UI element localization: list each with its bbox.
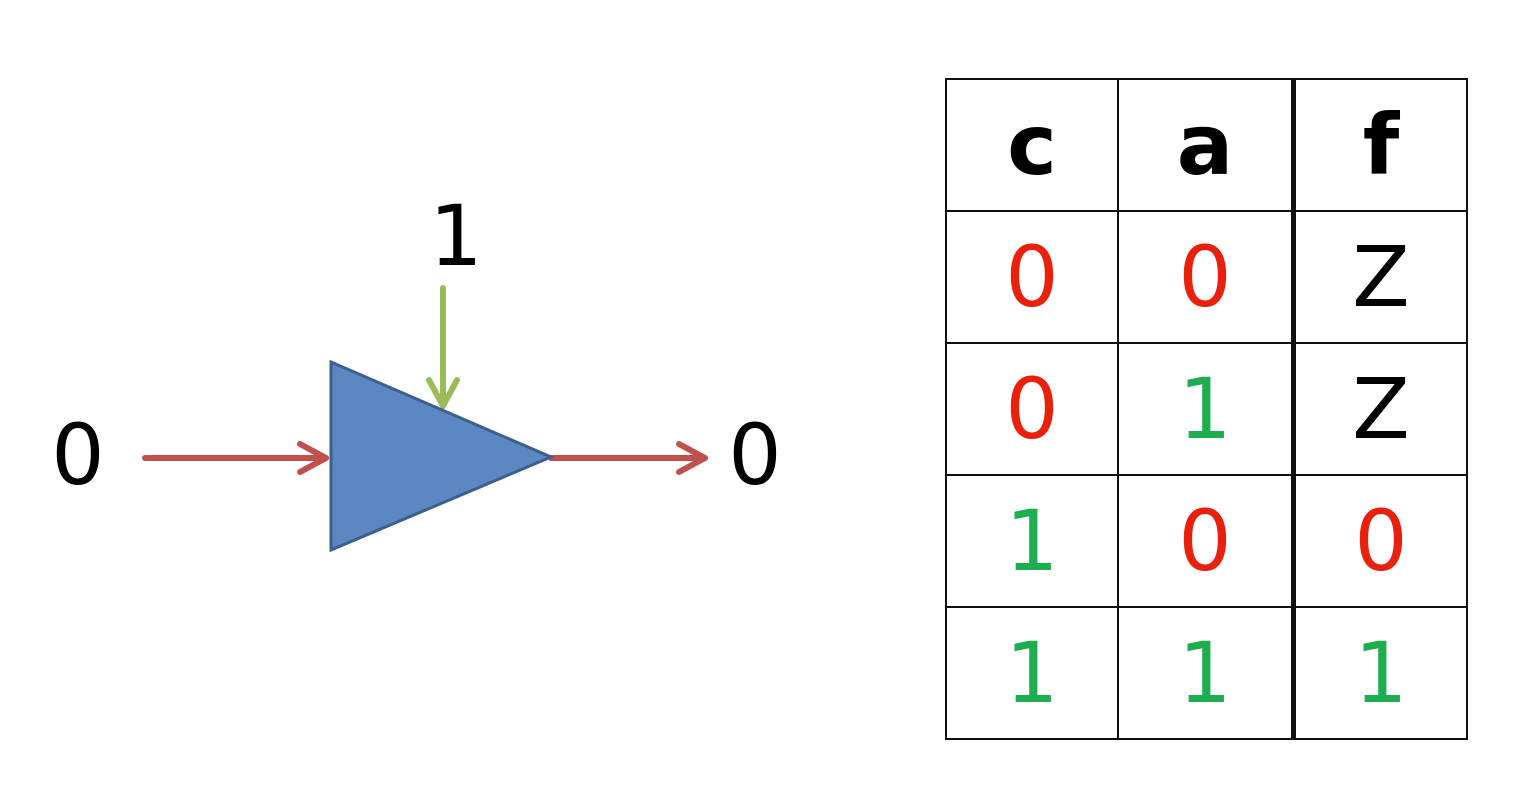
cell: 1	[945, 474, 1119, 608]
buffer-triangle	[329, 359, 555, 553]
header-row: c a f	[945, 78, 1468, 212]
control-label: 1	[429, 187, 483, 285]
cell: 1	[1292, 606, 1468, 740]
control-wire	[426, 285, 460, 409]
cell: 0	[945, 342, 1119, 476]
output-label: 0	[728, 406, 782, 504]
header-c: c	[945, 78, 1119, 212]
header-a: a	[1117, 78, 1296, 212]
output-wire	[548, 441, 708, 475]
input-label: 0	[51, 406, 105, 504]
cell: 0	[1117, 474, 1296, 608]
cell: 0	[1292, 474, 1468, 608]
cell: 1	[1117, 606, 1296, 740]
cell: 1	[1117, 342, 1296, 476]
tristate-buffer-diagram	[142, 285, 708, 553]
input-wire	[142, 441, 329, 475]
cell: 0	[1117, 210, 1296, 344]
cell: Z	[1292, 210, 1468, 344]
header-f: f	[1292, 78, 1468, 212]
cell: 0	[945, 210, 1119, 344]
cell: 1	[945, 606, 1119, 740]
cell: Z	[1292, 342, 1468, 476]
